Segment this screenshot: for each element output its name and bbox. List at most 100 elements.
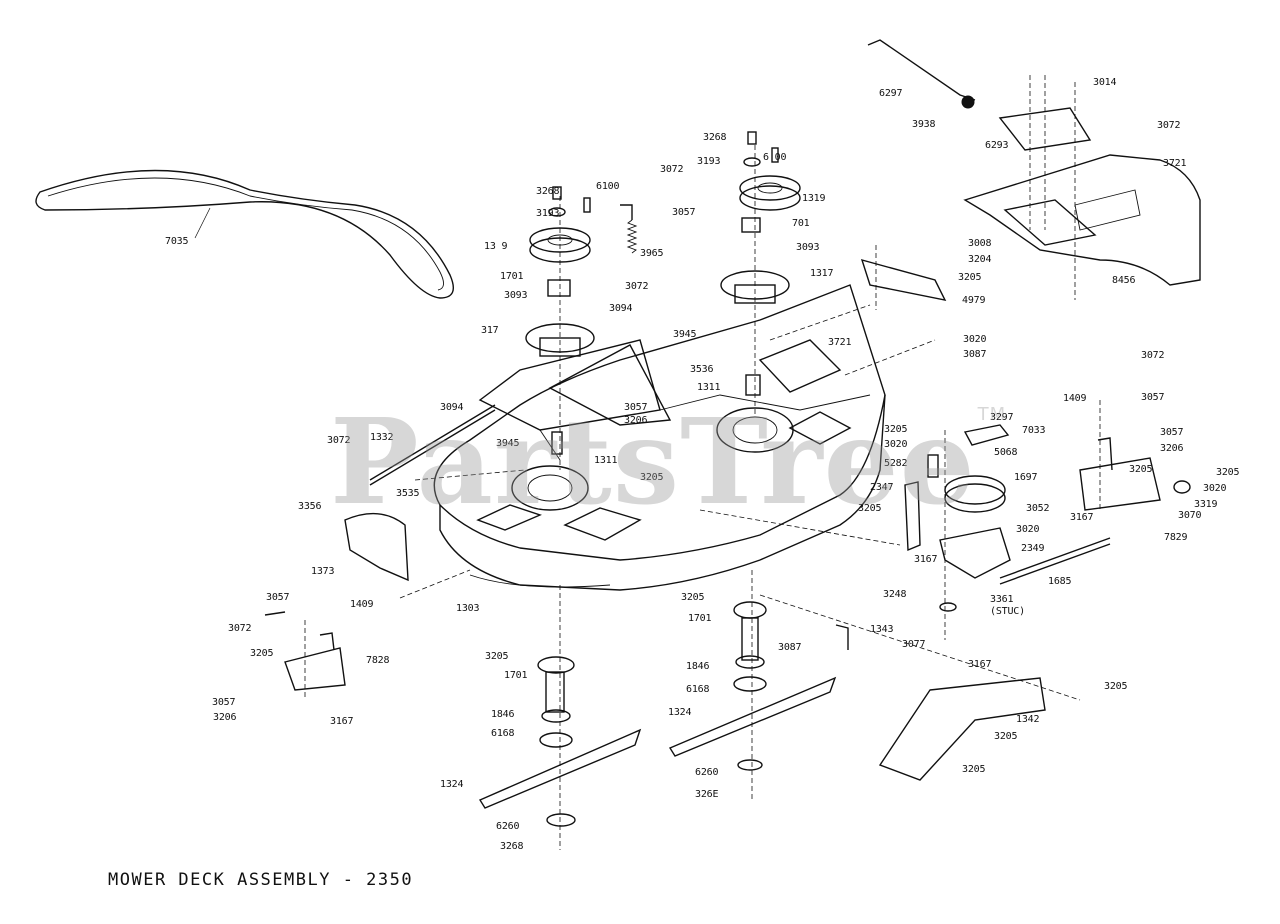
part-number-3072b: 3072 [625,281,648,292]
part-number-8456: 8456 [1112,275,1135,286]
part-number-1324b: 1324 [440,779,463,790]
left-lift-bracket [264,611,346,700]
part-number-1324a: 1324 [668,707,691,718]
part-number-1697: 1697 [1014,472,1037,483]
part-number-1332: 1332 [370,432,393,443]
part-number-6168a: 6168 [686,684,709,695]
part-number-3268d: 3268 [500,841,523,852]
part-number-1373: 1373 [311,566,334,577]
part-number-3193b: 3193 [697,156,720,167]
part-number-3721a: 3721 [828,337,851,348]
part-number-3356: 3356 [298,501,321,512]
guard-bracket [860,245,947,310]
part-number-3361: 3361 [990,594,1013,605]
part-number-7033: 7033 [1022,425,1045,436]
part-number-3268a: 3268 [536,186,559,197]
lower-right-spindle [668,570,837,800]
part-number-3094b: 3094 [440,402,463,413]
part-number-6293: 6293 [985,140,1008,151]
part-number-6168b: 6168 [491,728,514,739]
part-number-3205j: 3205 [962,764,985,775]
lift-rod [369,404,496,486]
part-number-3167c: 3167 [968,659,991,670]
part-number-3020b: 3020 [884,439,907,450]
part-number-6100: 6100 [596,181,619,192]
part-number-3205c: 3205 [884,424,907,435]
watermark-text: PartsTree [330,392,976,531]
right-lift-bracket [1079,400,1191,511]
part-number-1409a: 1409 [1063,393,1086,404]
part-number-3057d: 3057 [1160,427,1183,438]
part-number-1701b: 1701 [688,613,711,624]
part-number-1846a: 1846 [686,661,709,672]
part-number-7828: 7828 [366,655,389,666]
part-number-3020d: 3020 [1203,483,1226,494]
part-number-1303: 1303 [456,603,479,614]
part-number-1319b: 1319 [802,193,825,204]
part-number-3205h: 3205 [1104,681,1127,692]
part-number-1846b: 1846 [491,709,514,720]
right-spindle-stack [720,131,801,415]
part-number-stud: (STUC) [990,606,1025,617]
part-number-3167a: 3167 [914,554,937,565]
part-number-3205a: 3205 [958,272,981,283]
part-number-3057c: 3057 [1141,392,1164,403]
part-number-3205b: 3205 [640,472,663,483]
belt-guard-assembly [867,39,1201,300]
part-number-1317: 1317 [810,268,833,279]
part-number-4979: 4979 [962,295,985,306]
idler-spring [620,204,638,254]
part-number-3268c: 326E [695,789,718,800]
part-number-1685: 1685 [1048,576,1071,587]
part-number-701: 701 [792,218,810,229]
part-number-3077: 3077 [902,639,925,650]
part-number-3205l: 3205 [485,651,508,662]
part-number-3204: 3204 [968,254,991,265]
part-number-7829: 7829 [1164,532,1187,543]
part-number-1311a: 1311 [697,382,720,393]
part-number-3535: 3535 [396,488,419,499]
part-number-3072f: 3072 [228,623,251,634]
part-number-3094a: 3094 [609,303,632,314]
part-number-3008: 3008 [968,238,991,249]
part-number-3205f: 3205 [1216,467,1239,478]
part-number-3205i: 3205 [994,731,1017,742]
part-number-3938: 3938 [912,119,935,130]
assembly-leaders [399,304,936,599]
part-number-2347: 2347 [870,482,893,493]
part-number-5068: 5068 [994,447,1017,458]
part-number-3268b: 3268 [703,132,726,143]
part-number-3057e: 3057 [266,592,289,603]
trademark-mark: TM [977,404,1007,425]
part-number-3072d: 3072 [327,435,350,446]
part-number-3167b: 3167 [1070,512,1093,523]
part-number-1319a: 13 9 [484,241,507,252]
part-number-3721b: 3721 [1163,158,1186,169]
part-number-3945a: 3945 [673,329,696,340]
part-number-3052: 3052 [1026,503,1049,514]
part-number-1342: 1342 [1016,714,1039,725]
part-number-3072e: 3072 [1141,350,1164,361]
part-number-3536: 3536 [690,364,713,375]
part-number-3945b: 3945 [496,438,519,449]
part-number-3167d: 3167 [330,716,353,727]
part-number-3206c: 3206 [213,712,236,723]
part-number-3020a: 3020 [963,334,986,345]
part-number-6260a: 6260 [695,767,718,778]
part-number-3248: 3248 [883,589,906,600]
part-number-3072c: 3072 [1157,120,1180,131]
part-number-3057b: 3057 [624,402,647,413]
part-number-3087b: 3087 [778,642,801,653]
part-number-1343: 1343 [870,624,893,635]
part-number-3193a: 3193 [536,208,559,219]
part-number-3205g: 3205 [681,592,704,603]
part-number-1311b: 1311 [594,455,617,466]
part-number-3965: 3965 [640,248,663,259]
part-number-3087a: 3087 [963,349,986,360]
part-number-3072a: 3072 [660,164,683,175]
part-number-3205e: 3205 [1129,464,1152,475]
diagram-title: MOWER DECK ASSEMBLY - 2350 [108,870,414,890]
